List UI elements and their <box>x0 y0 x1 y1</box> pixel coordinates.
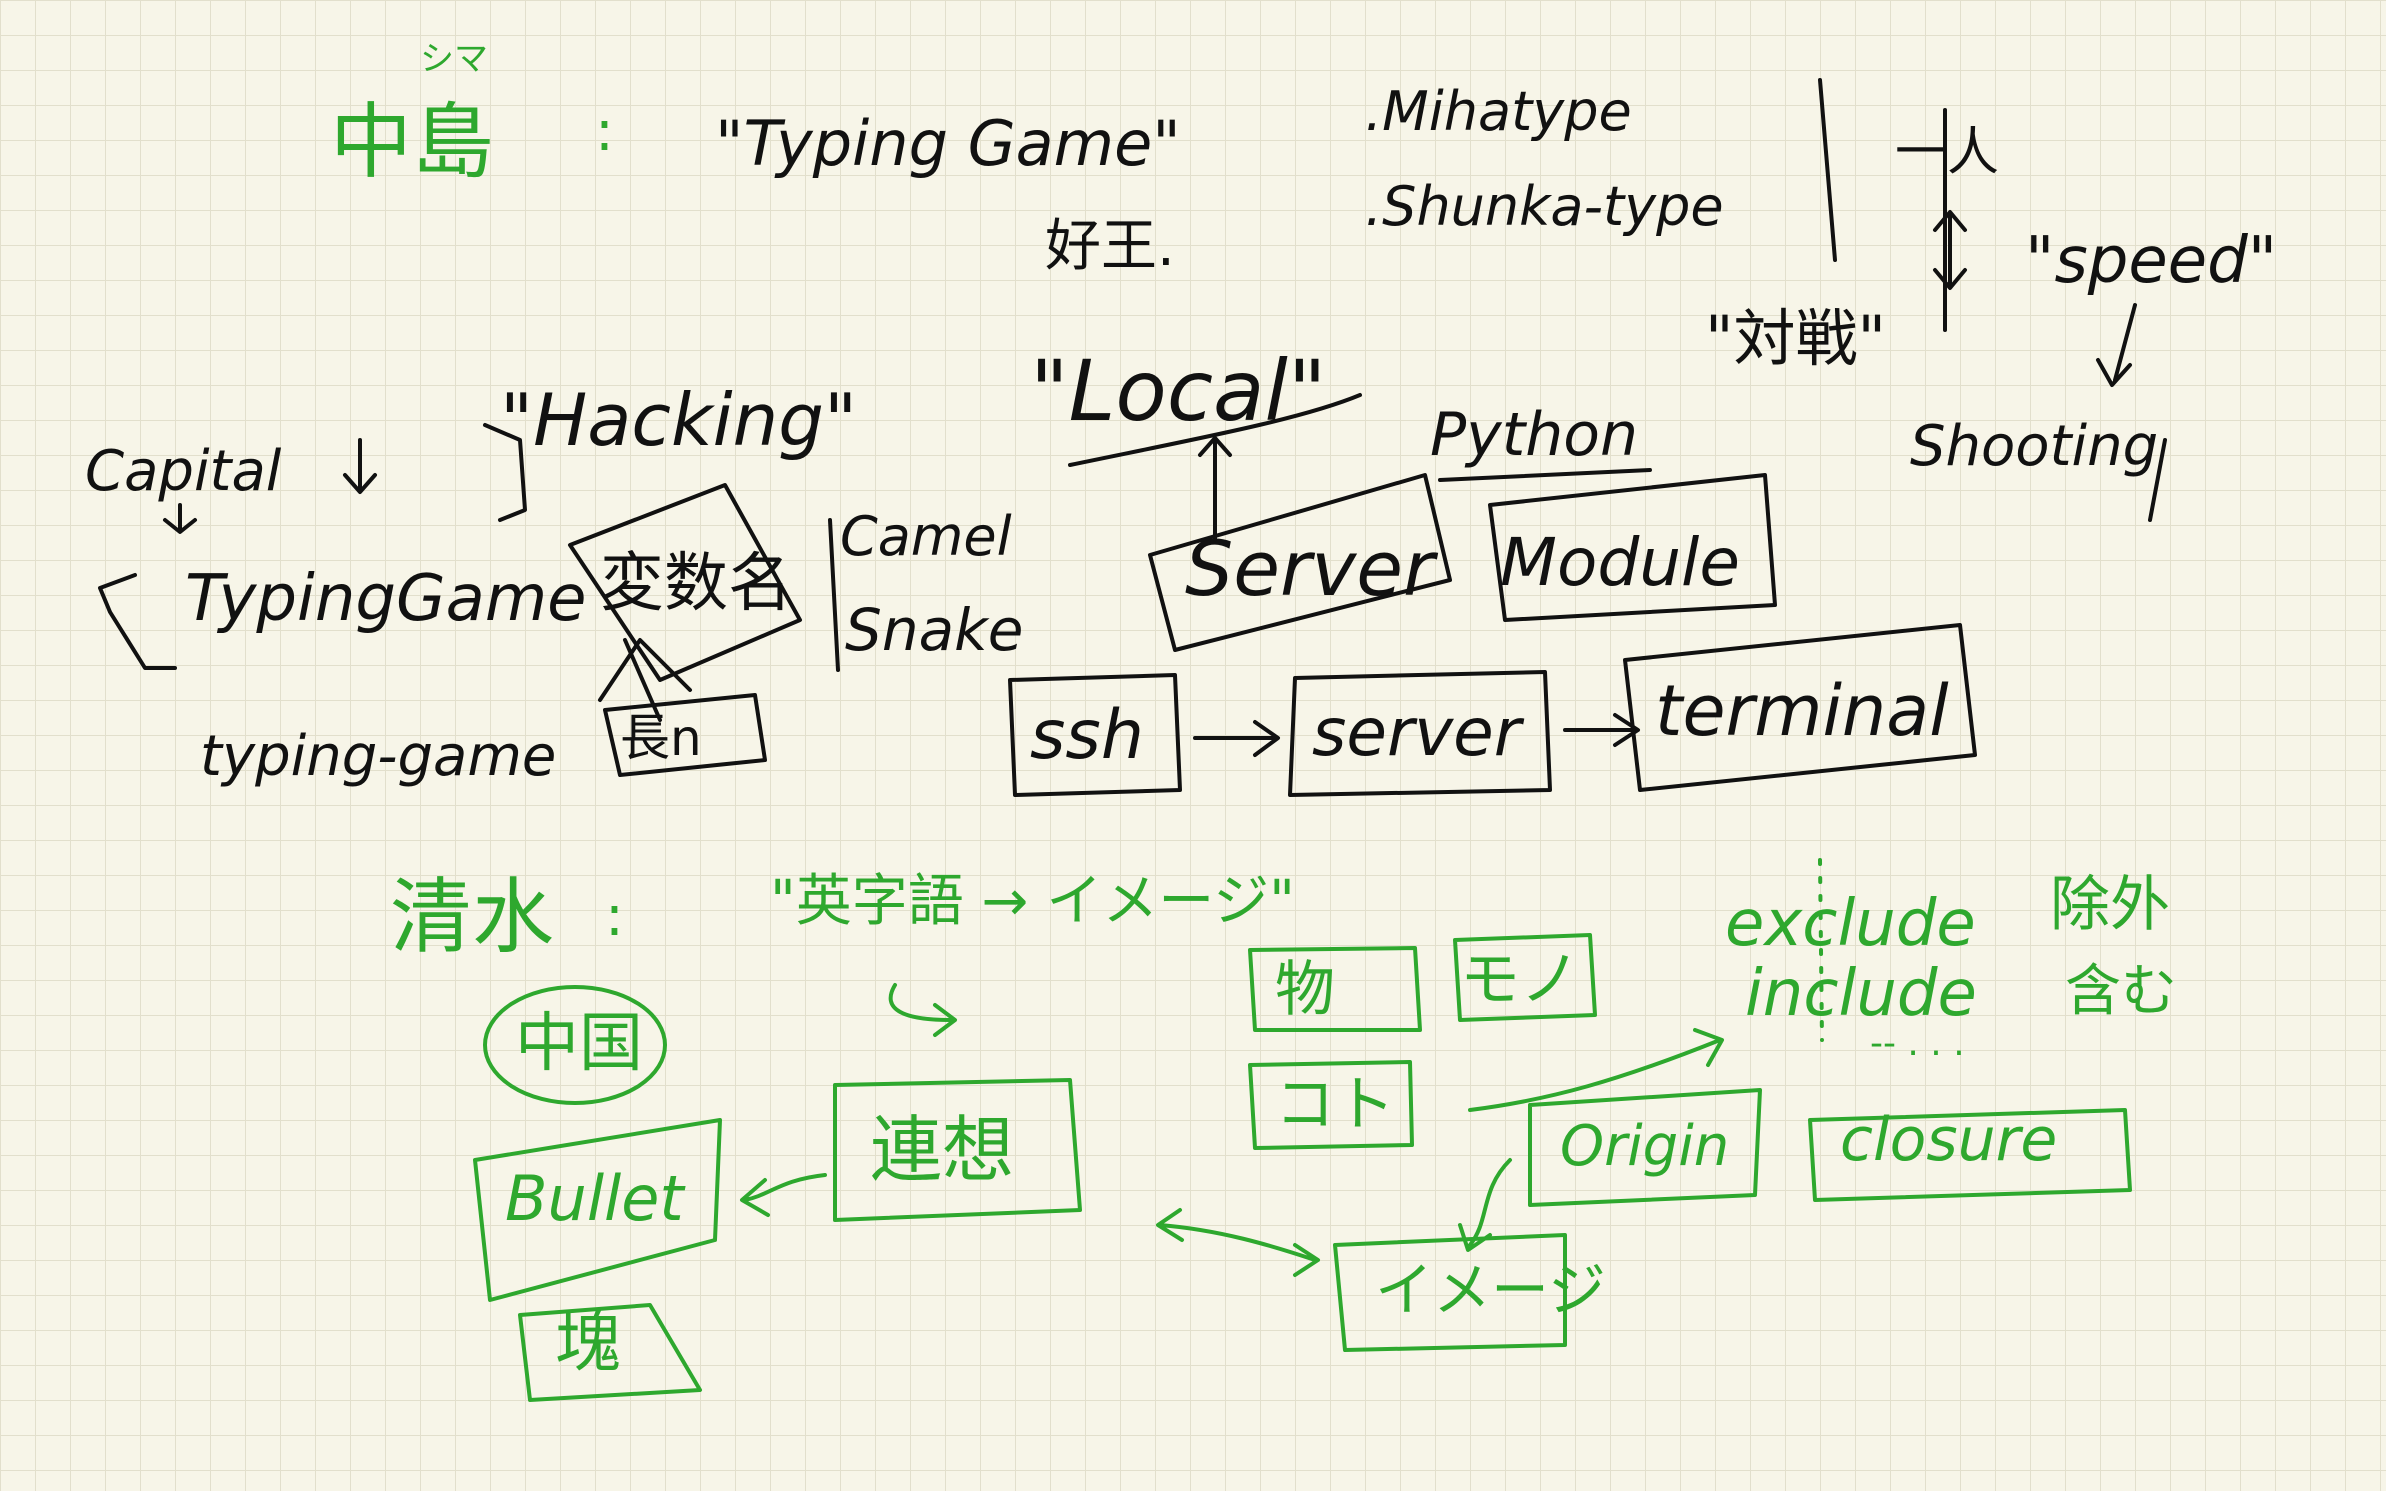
python-label: Python <box>1430 400 1638 470</box>
shimizu-name: 清水 <box>390 870 554 965</box>
word-image-label: "英字語 → イメージ" <box>770 869 1295 934</box>
speed-label: "speed" <box>2025 224 2277 298</box>
nakajima-notes: "Typing Game" 好王. .Mihatype .Shunka-type… <box>85 80 2277 789</box>
capital-label: Capital <box>85 439 282 504</box>
shimizu-strokes <box>473 858 2132 1402</box>
exclude-jp-label: 除外 <box>2050 870 2170 940</box>
association-label: 連想 <box>870 1108 1014 1192</box>
topic-note: 好王. <box>1045 214 1175 279</box>
image-label: イメージ <box>1375 1256 1606 1324</box>
terminal-label: terminal <box>1655 670 1949 752</box>
china-label: 中国 <box>515 1007 643 1081</box>
include-jp-label: 含む <box>2065 959 2177 1024</box>
snake-label: Snake <box>845 596 1023 664</box>
server-box-label: Server <box>1185 524 1439 613</box>
camel-label: Camel <box>840 505 1012 568</box>
module-box-label: Module <box>1500 524 1740 601</box>
variable-name-label: 変数名 <box>600 547 792 621</box>
hacking-label: "Hacking" <box>500 378 857 462</box>
ssh-label: ssh <box>1030 696 1144 775</box>
mono-kana-label: モノ <box>1460 945 1580 1015</box>
app-mihatype: .Mihatype <box>1365 80 1632 143</box>
one-person-label: 一人 <box>1895 123 1999 183</box>
exclude-label: exclude <box>1725 887 1976 961</box>
app-shunka-type: .Shunka-type <box>1365 175 1724 238</box>
typing-game-kebab: typing-game <box>200 724 556 789</box>
include-label: include <box>1745 957 1977 1031</box>
mono-kanji-label: 物 <box>1275 955 1335 1025</box>
nakajima-strokes <box>98 78 2167 797</box>
versus-label: "対戦" <box>1705 302 1886 375</box>
shimizu-notes: 中島 シマ : 清水 : "英字語 → イメージ" 中国 Bullet 塊 連想… <box>330 39 2177 1381</box>
server-label: server <box>1312 694 1525 771</box>
dots-label: -- . . . <box>1870 1023 1965 1064</box>
typing-game-camel: TypingGame <box>185 562 587 636</box>
shooting-label: Shooting <box>1910 414 2158 479</box>
typing-game-title: "Typing Game" <box>715 107 1181 180</box>
origin-label: Origin <box>1560 1114 1729 1179</box>
nakajima-colon: : <box>595 99 614 164</box>
nakajima-furigana: シマ <box>420 39 488 79</box>
koto-label: コト <box>1275 1070 1395 1140</box>
bullet-label: Bullet <box>505 1162 686 1235</box>
local-label: "Local" <box>1030 342 1326 440</box>
lump-label: 塊 <box>555 1304 621 1381</box>
nakajima-name: 中島 <box>330 95 494 190</box>
shimizu-colon: : <box>605 884 624 949</box>
